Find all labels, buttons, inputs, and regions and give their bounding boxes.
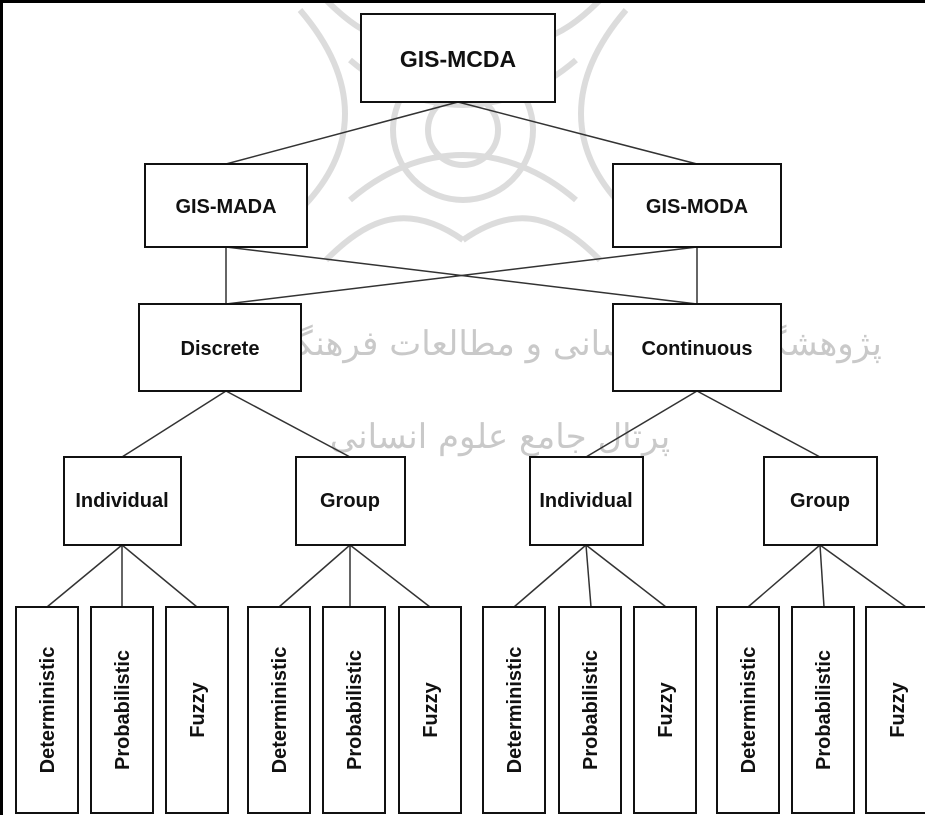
edge-root-moda (458, 102, 697, 164)
leaf-probabilistic-4: Probabilistic (792, 607, 854, 813)
node-root-label: GIS-MCDA (400, 46, 516, 72)
leaf-deterministic-2-label: Deterministic (269, 647, 291, 774)
node-individual-continuous-label: Individual (539, 490, 632, 512)
node-discrete: Discrete (139, 304, 301, 391)
edge-grp2-prob (820, 545, 824, 607)
leaf-probabilistic-1: Probabilistic (91, 607, 153, 813)
leaf-probabilistic-3-label: Probabilistic (580, 650, 602, 770)
leaf-fuzzy-1: Fuzzy (166, 607, 228, 813)
node-gis-mada-label: GIS-MADA (175, 196, 276, 218)
node-individual-continuous: Individual (530, 457, 643, 545)
node-individual-discrete-label: Individual (75, 490, 168, 512)
leaf-fuzzy-3: Fuzzy (634, 607, 696, 813)
edge-ind2-prob (586, 545, 591, 607)
edge-continuous-group (697, 391, 820, 457)
node-group-continuous: Group (764, 457, 877, 545)
node-group-continuous-label: Group (790, 490, 850, 512)
edge-discrete-individual (122, 391, 226, 457)
node-discrete-label: Discrete (181, 338, 260, 360)
leaf-fuzzy-2-label: Fuzzy (420, 681, 442, 737)
leaf-probabilistic-2-label: Probabilistic (344, 650, 366, 770)
leaf-fuzzy-3-label: Fuzzy (655, 681, 677, 737)
leaf-fuzzy-4-label: Fuzzy (887, 681, 909, 737)
leaf-deterministic-1: Deterministic (16, 607, 78, 813)
leaf-deterministic-4: Deterministic (717, 607, 779, 813)
edge-ind1-det (47, 545, 122, 607)
leaf-probabilistic-1-label: Probabilistic (112, 650, 134, 770)
node-group-discrete-label: Group (320, 490, 380, 512)
node-gis-mada: GIS-MADA (145, 164, 307, 247)
edge-grp1-fuzzy (350, 545, 430, 607)
edge-ind2-det (514, 545, 586, 607)
node-continuous: Continuous (613, 304, 781, 391)
leaf-fuzzy-1-label: Fuzzy (187, 681, 209, 737)
edge-grp2-fuzzy (820, 545, 906, 607)
edge-ind2-fuzzy (586, 545, 666, 607)
edge-grp1-det (279, 545, 350, 607)
node-gis-moda: GIS-MODA (613, 164, 781, 247)
watermark-text-line1: پژوهشگاه علوم انسانی و مطالعات فرهنگی (268, 324, 882, 364)
leaf-probabilistic-3: Probabilistic (559, 607, 621, 813)
leaf-probabilistic-2: Probabilistic (323, 607, 385, 813)
leaf-fuzzy-2: Fuzzy (399, 607, 461, 813)
leaf-probabilistic-4-label: Probabilistic (813, 650, 835, 770)
leaf-deterministic-3-label: Deterministic (504, 647, 526, 774)
leaf-deterministic-1-label: Deterministic (37, 647, 59, 774)
edge-grp2-det (748, 545, 820, 607)
leaf-fuzzy-4: Fuzzy (866, 607, 925, 813)
node-root: GIS-MCDA (361, 14, 555, 102)
leaf-deterministic-3: Deterministic (483, 607, 545, 813)
node-continuous-label: Continuous (641, 338, 752, 360)
node-group-discrete: Group (296, 457, 405, 545)
node-gis-moda-label: GIS-MODA (646, 196, 748, 218)
leaf-deterministic-2: Deterministic (248, 607, 310, 813)
edge-ind1-fuzzy (122, 545, 197, 607)
node-individual-discrete: Individual (64, 457, 181, 545)
leaf-deterministic-4-label: Deterministic (738, 647, 760, 774)
